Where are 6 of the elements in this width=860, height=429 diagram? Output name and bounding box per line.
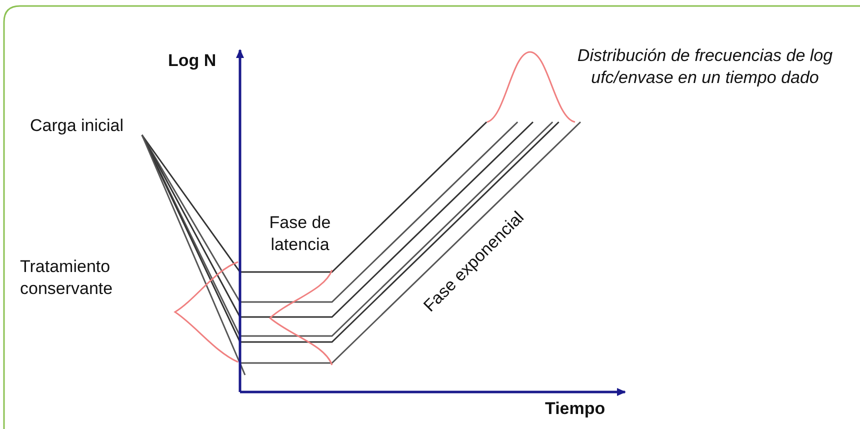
annotation-text: Tratamiento conservante	[20, 256, 114, 300]
axis-label: Log N	[168, 50, 218, 72]
axis-label: Tiempo	[545, 398, 606, 420]
phase-label: Fase de latencia	[268, 212, 332, 256]
annotation-text: Distribución de frecuencias de log ufc/envase en un tiempo dado	[576, 45, 834, 90]
annotation-text: Carga inicial	[30, 115, 125, 137]
